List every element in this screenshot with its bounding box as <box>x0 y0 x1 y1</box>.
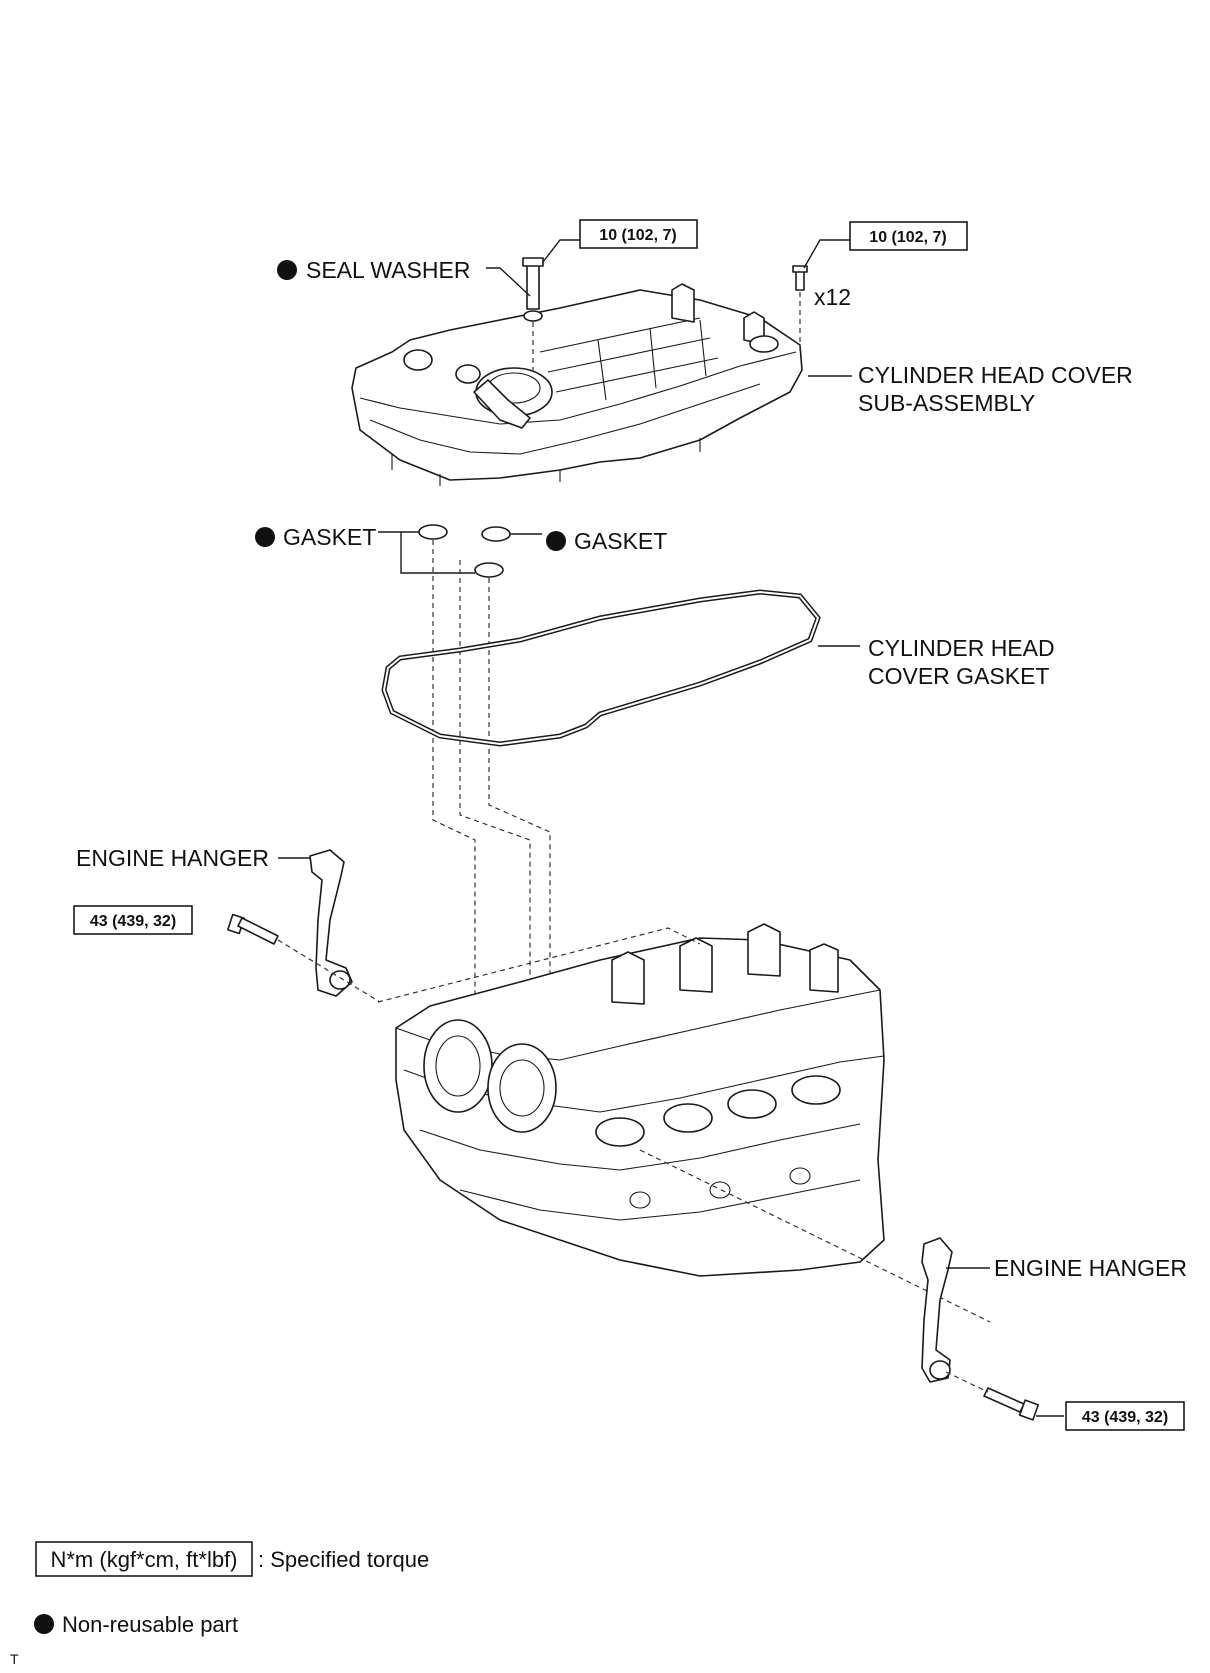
legend-non-reusable-text: Non-reusable part <box>62 1612 238 1637</box>
seal-washer-non-reusable-dot <box>277 260 297 280</box>
engine-hanger-right-bolt <box>945 1371 1064 1421</box>
gasket-right-label: GASKET <box>574 528 667 554</box>
seal-washer-label: SEAL WASHER <box>306 257 470 283</box>
hanger-left-bolt-torque: 43 (439, 32) <box>90 913 176 930</box>
corner-mark: T <box>10 1651 19 1667</box>
cover-bolts-torque: 10 (102, 7) <box>869 229 946 246</box>
legend-torque-box <box>35 1541 253 1577</box>
seal-washer-bolt-torque: 10 (102, 7) <box>599 227 676 244</box>
leader-lines <box>486 239 852 377</box>
hanger-right-bolt-torque-box <box>1065 1401 1185 1431</box>
cylinder-head-cover-label-line2: SUB-ASSEMBLY <box>858 390 1035 416</box>
cylinder-head-drawing <box>377 923 991 1323</box>
cylinder-head-cover-drawing <box>351 283 803 486</box>
engine-hanger-left-label: ENGINE HANGER <box>76 845 269 871</box>
cylinder-head-cover-gasket-drawing <box>381 589 860 747</box>
cover-bolt-x12 <box>792 265 808 352</box>
hanger-left-bolt-torque-box <box>73 905 193 935</box>
legend-torque-description: : Specified torque <box>258 1547 429 1572</box>
engine-hanger-right-drawing <box>921 1237 990 1383</box>
cylinder-head-cover-label-line1: CYLINDER HEAD COVER <box>858 362 1133 388</box>
legend-non-reusable-dot <box>34 1614 54 1634</box>
cylinder-head-cover-gasket-label-line2: COVER GASKET <box>868 663 1049 689</box>
bolt-count-label: x12 <box>814 284 851 310</box>
cylinder-head-cover-gasket-label-line1: CYLINDER HEAD <box>868 635 1055 661</box>
legend-torque-unit: N*m (kgf*cm, ft*lbf) <box>50 1547 237 1572</box>
engine-hanger-left-bolt <box>227 913 381 1003</box>
cover-bolts-torque-box <box>849 221 968 251</box>
gasket-left-non-reusable-dot <box>255 527 275 547</box>
engine-hanger-right-label: ENGINE HANGER <box>994 1255 1187 1281</box>
seal-washer-bolt <box>522 257 544 372</box>
gasket-left-label: GASKET <box>283 524 376 550</box>
spark-plug-tube-gaskets <box>378 524 551 1000</box>
seal-washer-bolt-torque-box <box>579 219 698 249</box>
engine-hanger-left-drawing <box>278 849 353 997</box>
gasket-right-non-reusable-dot <box>546 531 566 551</box>
hanger-right-bolt-torque: 43 (439, 32) <box>1082 1409 1168 1426</box>
